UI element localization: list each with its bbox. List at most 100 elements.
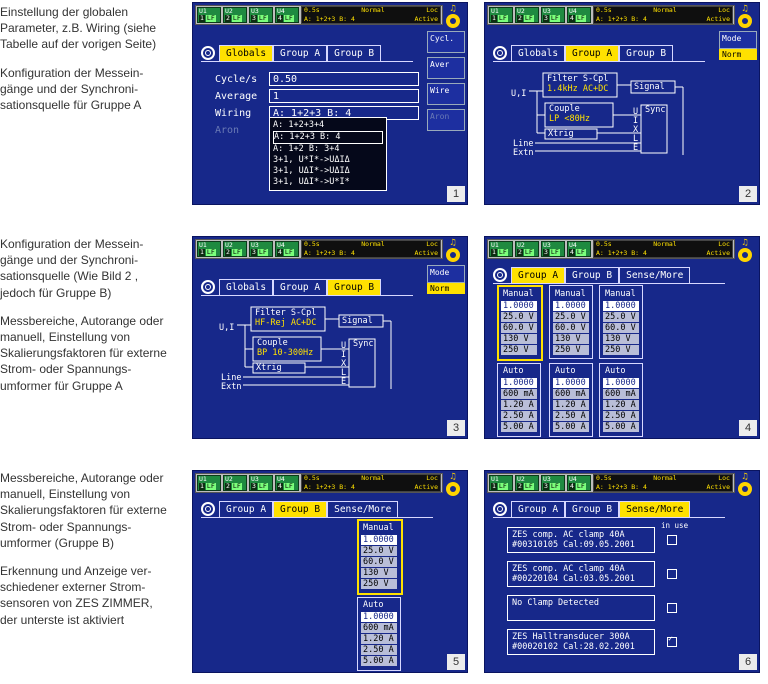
clock-icon: ♫ — [735, 473, 755, 499]
tab-globals[interactable]: Globals — [511, 45, 566, 61]
tab-globals[interactable]: Globals — [219, 45, 274, 61]
sensor-2-checkbox[interactable] — [667, 569, 677, 579]
sensor-1-checkbox[interactable] — [667, 535, 677, 545]
average-button[interactable]: Aver — [427, 57, 465, 79]
range-box-u2[interactable]: Manual 1.0000 25.0 V 60.0 V 130 V 250 V — [553, 289, 589, 355]
average-field[interactable]: 1 — [269, 89, 419, 103]
range-box-i1[interactable]: Auto 1.0000 600 mA 1.20 A 2.50 A 5.00 A — [501, 366, 537, 432]
description-2: Konfiguration der Messein- gänge und der… — [0, 236, 185, 406]
range-frame — [549, 285, 593, 359]
tab-group-a[interactable]: Group A — [273, 279, 328, 295]
input-diagram: U,I Filter S-Cpl HF-Rej AC+DC Couple BP … — [219, 305, 419, 425]
wiring-option[interactable]: 3+1, UΔI*->U*I* — [273, 177, 350, 187]
wiring-option-selected[interactable]: A: 1+2+3 B: 4 — [273, 131, 383, 144]
filter-label: Filter S-Cpl — [547, 74, 609, 84]
sync-pin: U — [633, 107, 639, 117]
tab-group-b[interactable]: Group B — [327, 45, 382, 61]
tab-globals[interactable]: Globals — [219, 279, 274, 295]
range-box-u3[interactable]: Manual 1.0000 25.0 V 60.0 V 130 V 250 V — [603, 289, 639, 355]
filter-value[interactable]: HF-Rej AC+DC — [255, 318, 317, 328]
figure-number: 6 — [739, 654, 757, 670]
tab-group-a[interactable]: Group A — [565, 45, 620, 61]
help-icon[interactable] — [201, 502, 215, 516]
tab-group-b[interactable]: Group B — [327, 279, 382, 295]
help-icon[interactable] — [493, 46, 507, 60]
desc-2-b: Messbereiche, Autorange oder manuell, Ei… — [0, 313, 167, 393]
diagram-lines — [529, 72, 684, 155]
tab-group-b[interactable]: Group B — [273, 501, 328, 517]
sensor-2[interactable]: ZES comp. AC clamp 40A #00220104 Cal:03.… — [507, 561, 655, 587]
signal-label: Signal — [634, 82, 665, 92]
sensor-1[interactable]: ZES comp. AC clamp 40A #00310105 Cal:09.… — [507, 527, 655, 553]
couple-value[interactable]: LP <80Hz — [549, 114, 590, 124]
wiring-option[interactable]: 3+1, UΔI*->UΔIΔ — [273, 166, 350, 176]
tab-bar: Globals Group A Group B — [201, 45, 413, 62]
tab-sense[interactable]: Sense/More — [619, 501, 691, 517]
tab-sense[interactable]: Sense/More — [619, 267, 691, 283]
help-icon[interactable] — [201, 46, 215, 60]
tab-bar: Group A Group B Sense/More — [493, 501, 725, 518]
aron-button[interactable]: Aron — [427, 109, 465, 131]
tab-group-b[interactable]: Group B — [565, 267, 620, 283]
sensor-4[interactable]: ZES Halltransducer 300A #00020102 Cal:28… — [507, 629, 655, 655]
filter-value[interactable]: 1.4kHz AC+DC — [547, 84, 609, 94]
tab-group-a[interactable]: Group A — [511, 267, 566, 283]
tab-group-b[interactable]: Group B — [619, 45, 674, 61]
diagram-lines — [237, 306, 392, 389]
wiring-button[interactable]: Wire — [427, 83, 465, 105]
mode-button[interactable]: Mode — [719, 31, 757, 49]
range-box-i4[interactable]: Auto 1.0000 600 mA 1.20 A 2.50 A 5.00 A — [361, 600, 397, 666]
range-highlight — [357, 519, 403, 595]
extn-label: Extn — [513, 148, 534, 158]
cycle-button[interactable]: Cycl. — [427, 31, 465, 53]
range-box-u1[interactable]: Manual 1.0000 25.0 V 60.0 V 130 V 250 V — [501, 289, 537, 355]
sensor-4-checkbox[interactable] — [667, 634, 677, 647]
sync-pin: I — [341, 350, 347, 360]
range-box-i2[interactable]: Auto 1.0000 600 mA 1.20 A 2.50 A 5.00 A — [553, 366, 589, 432]
sensor-3[interactable]: No Clamp Detected — [507, 595, 655, 621]
wiring-option[interactable]: A: 1+2 B: 3+4 — [273, 144, 340, 154]
sync-label: Sync — [645, 105, 666, 115]
tab-group-a[interactable]: Group A — [219, 501, 274, 517]
wiring-label: Wiring — [215, 108, 252, 119]
mode-button[interactable]: Mode — [427, 265, 465, 283]
wiring-dropdown[interactable]: A: 1+2+3+4 A: 1+2+3 B: 4 A: 1+2 B: 3+4 3… — [269, 117, 387, 191]
range-box-i3[interactable]: Auto 1.0000 600 mA 1.20 A 2.50 A 5.00 A — [603, 366, 639, 432]
xtrig-label: Xtrig — [548, 129, 574, 139]
wiring-option[interactable]: A: 1+2+3+4 — [273, 120, 325, 130]
sensor-3-checkbox[interactable] — [667, 603, 677, 613]
aron-label: Aron — [215, 125, 240, 136]
couple-value[interactable]: BP 10-300Hz — [257, 348, 314, 358]
sync-pin: E — [341, 377, 347, 387]
help-icon[interactable] — [493, 502, 507, 516]
description-1: Einstellung der globalen Parameter, z.B.… — [0, 4, 185, 125]
wiring-option[interactable]: 3+1, U*I*->UΔIΔ — [273, 155, 350, 165]
clock-icon: ♫ — [443, 5, 463, 31]
tab-group-a[interactable]: Group A — [273, 45, 328, 61]
desc-1-b: Konfiguration der Messein- gänge und der… — [0, 65, 144, 113]
sync-pin: U — [341, 341, 347, 351]
cycle-field[interactable]: 0.50 — [269, 72, 419, 86]
clock-icon: ♫ — [735, 5, 755, 31]
tab-sense[interactable]: Sense/More — [327, 501, 399, 517]
tab-group-a[interactable]: Group A — [511, 501, 566, 517]
cycle-label: Cycle/s — [215, 74, 258, 85]
tab-group-b[interactable]: Group B — [565, 501, 620, 517]
help-icon[interactable] — [493, 268, 507, 282]
help-icon[interactable] — [201, 280, 215, 294]
range-box-u4[interactable]: Manual 1.0000 25.0 V 60.0 V 130 V 250 V — [361, 523, 397, 589]
